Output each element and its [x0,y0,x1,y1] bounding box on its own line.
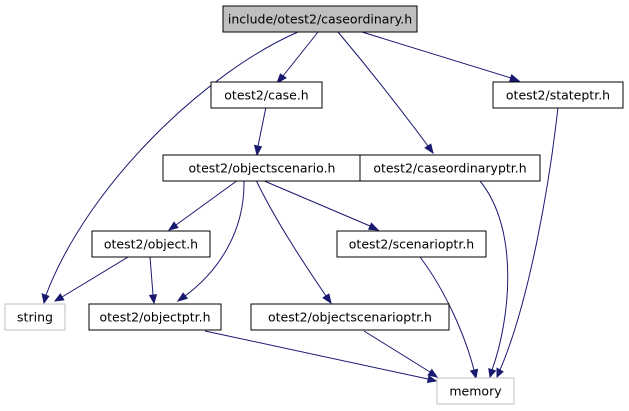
edge-stateptr-to-memory [496,106,559,379]
node-case-h[interactable]: otest2/case.h [210,81,323,109]
node-label: string [17,310,53,325]
node-label: otest2/object.h [104,237,198,252]
node-label: memory [449,384,502,399]
edge-root-to-case [276,31,319,85]
edge-root-to-caseordinaryptr [337,31,434,155]
edge-objectscenario-to-scenarioptr [261,179,380,231]
edge-root-to-stateptr [361,31,521,82]
node-caseordinary-root[interactable]: include/otest2/caseordinary.h [222,5,418,33]
node-label: otest2/objectptr.h [99,310,210,325]
edge-objectscenario-to-object [167,179,239,231]
node-label: include/otest2/caseordinary.h [228,12,412,27]
node-memory[interactable]: memory [436,377,515,405]
node-stateptr-h[interactable]: otest2/stateptr.h [492,81,624,109]
node-string[interactable]: string [4,303,66,331]
node-label: otest2/stateptr.h [506,88,610,103]
node-caseordinaryptr-h[interactable]: otest2/caseordinaryptr.h [359,154,541,182]
edge-case-to-objectscenario [253,106,267,157]
node-label: otest2/objectscenarioptr.h [268,310,432,325]
node-scenarioptr-h[interactable]: otest2/scenarioptr.h [336,230,487,258]
node-label: otest2/objectscenario.h [189,161,336,176]
node-object-h[interactable]: otest2/object.h [91,230,211,258]
node-label: otest2/scenarioptr.h [349,237,474,252]
edge-objectscenario-to-objectscenarioptr [255,179,332,305]
edge-objectscenarioptr-to-memory [363,330,439,378]
edge-object-to-objectptr [148,256,158,305]
edge-objectscenario-to-objectptr [176,179,245,302]
edge-object-to-string [53,256,129,302]
edge-root-to-string [41,31,299,305]
node-label: otest2/caseordinaryptr.h [373,161,526,176]
node-objectptr-h[interactable]: otest2/objectptr.h [88,303,222,331]
edge-objectptr-to-memory [204,330,438,384]
edge-caseordinaryptr-to-memory [479,180,509,379]
node-objectscenarioptr-h[interactable]: otest2/objectscenarioptr.h [250,303,450,331]
node-label: otest2/case.h [224,88,308,103]
edge-scenarioptr-to-memory [419,256,479,380]
node-objectscenario-h[interactable]: otest2/objectscenario.h [162,154,362,182]
